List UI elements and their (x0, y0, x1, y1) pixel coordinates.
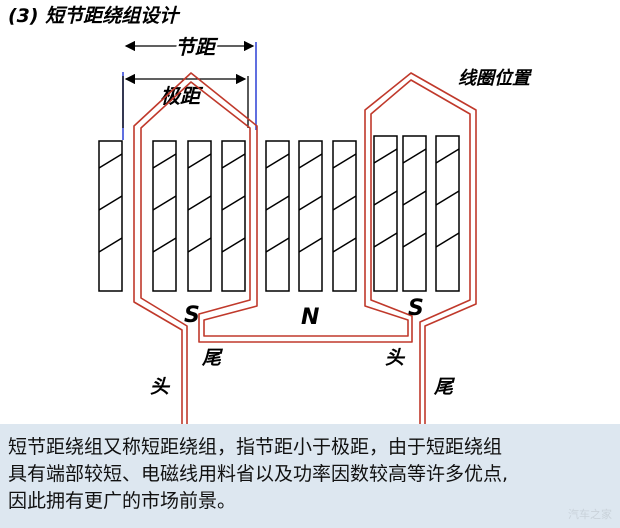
stator-slots (98, 135, 460, 292)
slot (221, 140, 246, 292)
watermark: 汽车之家 (568, 508, 612, 521)
lead-tail-right: 尾 (433, 376, 456, 398)
caption-line: 短节距绕组又称短距绕组，指节距小于极距，由于短距绕组 (8, 436, 503, 458)
slot (435, 135, 460, 292)
coil-position-label: 线圈位置 (458, 68, 533, 89)
pole-label-n: N (301, 305, 319, 330)
slot (187, 140, 212, 292)
slot (332, 140, 357, 292)
winding-diagram: (3) 短节距绕组设计 节距 极距 线圈位置 S N S (8, 5, 533, 424)
caption-line: 因此拥有更广的市场前景。 (8, 490, 237, 512)
slot (373, 135, 398, 292)
lead-head-right: 头 (385, 347, 406, 369)
pole-label-s-left: S (184, 303, 200, 328)
pole-label-s-right: S (408, 296, 424, 321)
slot (298, 140, 323, 292)
coil-outlines (133, 72, 477, 424)
slot (152, 140, 177, 292)
diagram-title: (3) 短节距绕组设计 (8, 5, 181, 27)
slot (265, 140, 290, 292)
caption-line: 具有端部较短、电磁线用料省以及功率因数较高等许多优点, (8, 463, 509, 485)
pole-pitch-dimension: 极距 (122, 73, 249, 128)
pitch-label: 节距 (175, 35, 219, 59)
left-coil (133, 72, 477, 424)
slot (402, 135, 427, 292)
slot (98, 140, 123, 292)
right-coil (140, 79, 471, 424)
pitch-dimension: 节距 (122, 33, 257, 140)
lead-tail-left: 尾 (201, 347, 224, 369)
lead-head-left: 头 (150, 376, 171, 398)
caption-box: 短节距绕组又称短距绕组，指节距小于极距，由于短距绕组 具有端部较短、电磁线用料省… (0, 424, 620, 528)
